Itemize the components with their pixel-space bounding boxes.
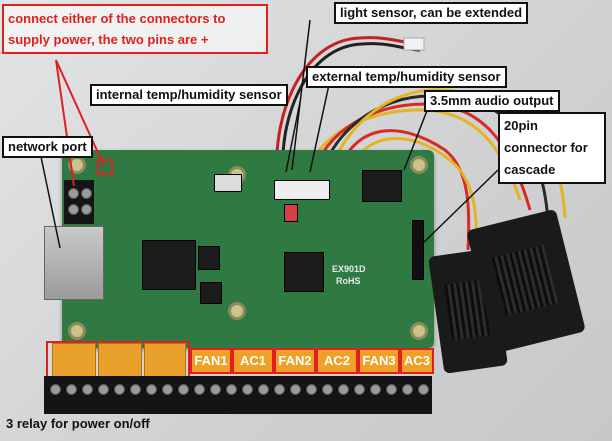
chip-mark-label: RoHS <box>336 276 361 286</box>
circuit-board: EX901D RoHS <box>62 150 434 348</box>
dip-switch <box>284 204 298 222</box>
controller-chip <box>142 240 196 290</box>
audio-callout: 3.5mm audio output <box>424 90 560 112</box>
internal-temp-callout: internal temp/humidity sensor <box>90 84 288 106</box>
connector-label-ac3: AC3 <box>400 348 434 374</box>
power-callout: connect either of the connectors to supp… <box>2 4 268 54</box>
small-chip <box>200 282 222 304</box>
connector-label-ac1: AC1 <box>232 348 274 374</box>
external-temp-callout: external temp/humidity sensor <box>306 66 507 88</box>
relay <box>52 343 96 378</box>
cascade-callout: 20pin connector for cascade <box>498 112 606 184</box>
output-terminal-strip <box>44 376 432 414</box>
relay-callout: 3 relay for power on/off <box>6 416 150 431</box>
ethernet-jack <box>44 226 104 300</box>
sensor-connectors <box>274 180 330 200</box>
chip-model-label: EX901D <box>332 264 366 274</box>
relay <box>144 343 186 378</box>
power-terminal-block <box>64 180 94 224</box>
pin-header <box>412 220 424 280</box>
connector-label-fan3: FAN3 <box>358 348 400 374</box>
audio-jack <box>362 170 402 202</box>
connector-label-ac2: AC2 <box>316 348 358 374</box>
network-port-callout: network port <box>2 136 93 158</box>
power-connector <box>214 174 242 192</box>
main-chip <box>284 252 324 292</box>
small-chip <box>198 246 220 270</box>
connector-label-fan1: FAN1 <box>190 348 232 374</box>
light-sensor-callout: light sensor, can be extended <box>334 2 529 24</box>
connector-label-fan2: FAN2 <box>274 348 316 374</box>
